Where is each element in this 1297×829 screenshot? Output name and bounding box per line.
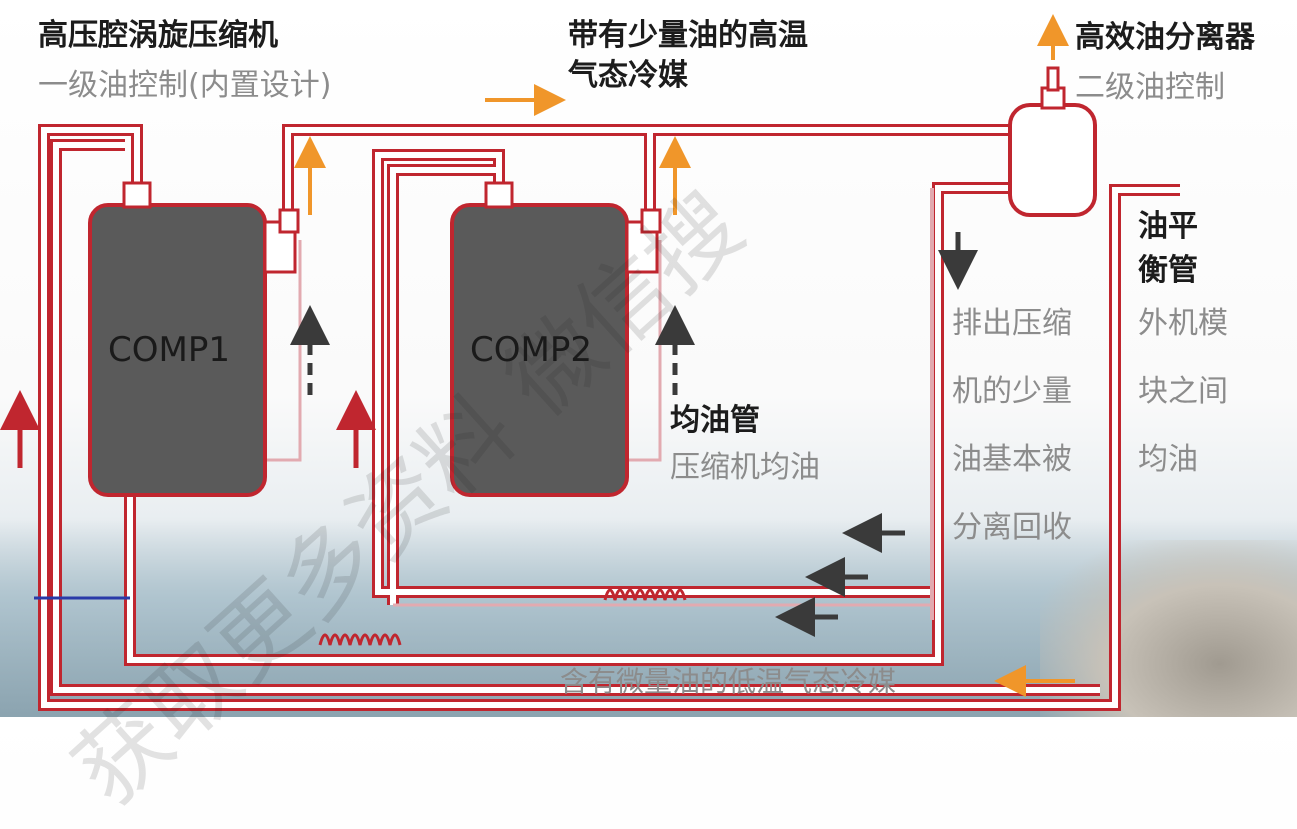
hot-gas-arrows xyxy=(294,14,1075,697)
hot-gas-title-line1: 带有少量油的高温 xyxy=(568,18,808,53)
balance-desc-line3: 均油 xyxy=(1138,442,1198,477)
comp1-label: COMP1 xyxy=(108,330,230,370)
balance-title: 油平 衡管 xyxy=(1138,205,1198,293)
equalizer-subtitle: 压缩机均油 xyxy=(670,450,820,485)
balance-desc-line2: 块之间 xyxy=(1138,374,1228,409)
hot-gas-title-line2: 气态冷媒 xyxy=(568,58,688,93)
compressor-subtitle: 一级油控制(内置设计) xyxy=(38,68,332,103)
suction-gas-label: 含有微量油的低温气态冷媒 xyxy=(560,665,897,698)
suction-up-arrows xyxy=(0,390,376,468)
return-description: 排出压缩 机的少量 油基本被 分离回收 xyxy=(952,290,1072,562)
return-desc-line4: 分离回收 xyxy=(952,510,1072,545)
equalizer-title: 均油管 xyxy=(670,403,760,438)
compressor-1 xyxy=(88,181,300,497)
comp2-label: COMP2 xyxy=(470,330,592,370)
balance-desc-line1: 外机模 xyxy=(1138,306,1228,341)
oil-control-diagram xyxy=(0,14,1180,711)
return-desc-line2: 机的少量 xyxy=(952,374,1072,409)
separator-title: 高效油分离器 xyxy=(1075,20,1255,55)
capillary-coils xyxy=(318,588,687,646)
balance-description: 外机模 块之间 均油 xyxy=(1138,290,1228,494)
compressor-title: 高压腔涡旋压缩机 xyxy=(38,18,278,53)
return-desc-line1: 排出压缩 xyxy=(952,306,1072,341)
pipe-network xyxy=(34,124,1180,711)
equalizer-arrows xyxy=(290,232,978,637)
oil-separator xyxy=(1008,66,1097,217)
capillary-coil-lower xyxy=(318,633,402,646)
separator-subtitle: 二级油控制 xyxy=(1075,70,1225,105)
balance-title-line2: 衡管 xyxy=(1138,253,1198,288)
capillary-coil-upper xyxy=(603,588,687,601)
return-desc-line3: 油基本被 xyxy=(952,442,1072,477)
compressor-2 xyxy=(450,181,662,497)
balance-title-line1: 油平 xyxy=(1138,209,1198,244)
